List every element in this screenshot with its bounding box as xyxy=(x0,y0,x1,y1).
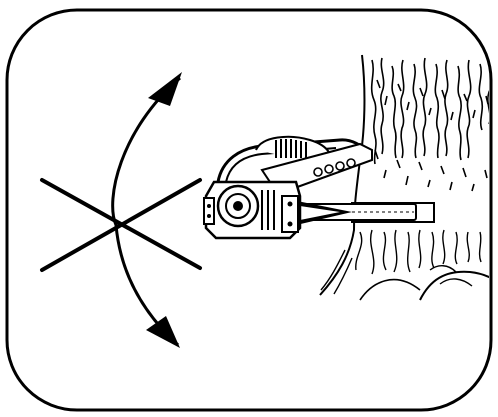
arrow-up-icon xyxy=(148,72,182,106)
no-swing-cross-icon xyxy=(40,178,202,272)
chainsaw-icon xyxy=(203,135,417,240)
swing-arc-icon xyxy=(111,72,182,348)
arrow-down-icon xyxy=(146,316,180,348)
